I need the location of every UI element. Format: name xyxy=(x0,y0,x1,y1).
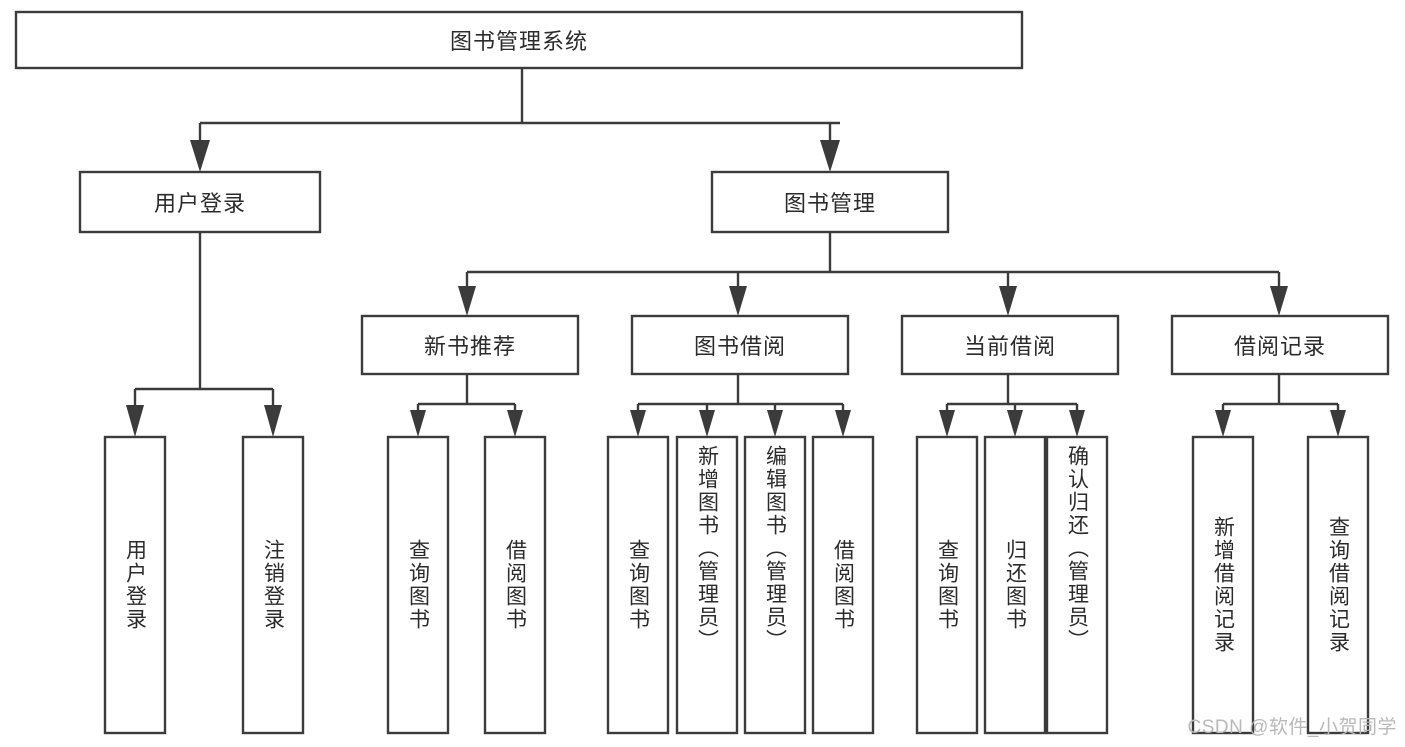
connector-layer xyxy=(126,68,1346,437)
arrowhead-leaf-borrow-book xyxy=(835,410,851,437)
arrowhead-leaf-return-book xyxy=(1007,410,1023,437)
node-box-leaf-add-borrow-record[interactable] xyxy=(1191,435,1255,735)
arrowhead-leaf-confirm-return-admin xyxy=(1069,410,1085,437)
node-box-leaf-return-book[interactable] xyxy=(983,435,1047,735)
arrowhead-leaf-add-borrow-record xyxy=(1215,410,1231,437)
node-box-leaf-borrow-book[interactable] xyxy=(811,435,875,735)
node-box-user-login[interactable] xyxy=(78,170,322,234)
arrowhead-borrow-record xyxy=(1270,286,1288,316)
arrowhead-current-borrow xyxy=(999,286,1017,316)
node-box-leaf-add-book-admin[interactable] xyxy=(675,435,739,735)
arrowhead-leaf-borrow-book-rec xyxy=(507,410,523,437)
node-box-leaf-query-book-current[interactable] xyxy=(915,435,979,735)
node-box-root[interactable] xyxy=(14,10,1024,70)
arrowhead-leaf-query-book-current xyxy=(939,410,955,437)
arrowhead-user-login xyxy=(190,140,210,172)
arrowhead-leaf-edit-book-admin xyxy=(767,410,783,437)
node-box-leaf-user-login[interactable] xyxy=(103,435,167,735)
arrowhead-leaf-query-book-borrow xyxy=(630,410,646,437)
node-box-leaf-query-borrow-record[interactable] xyxy=(1306,435,1370,735)
arrowhead-leaf-user-login xyxy=(126,405,144,437)
arrowhead-new-book-recommend xyxy=(458,286,476,316)
node-box-leaf-confirm-return-admin[interactable] xyxy=(1045,435,1109,735)
node-box-borrow-record[interactable] xyxy=(1170,314,1390,376)
node-box-leaf-logout[interactable] xyxy=(241,435,305,735)
arrowhead-book-borrow xyxy=(729,286,747,316)
node-box-leaf-borrow-book-rec[interactable] xyxy=(483,435,547,735)
arrowhead-leaf-query-borrow-record xyxy=(1330,410,1346,437)
arrowhead-leaf-add-book-admin xyxy=(699,410,715,437)
node-box-book-management[interactable] xyxy=(710,170,950,234)
node-box-new-book-recommend[interactable] xyxy=(360,314,580,376)
node-box-leaf-query-book-borrow[interactable] xyxy=(606,435,670,735)
node-box-book-borrow[interactable] xyxy=(630,314,850,376)
node-box-leaf-edit-book-admin[interactable] xyxy=(743,435,807,735)
arrowhead-leaf-query-book-rec xyxy=(410,410,426,437)
arrowhead-book-management xyxy=(820,140,840,172)
node-box-leaf-query-book-rec[interactable] xyxy=(386,435,450,735)
arrowhead-leaf-logout xyxy=(264,405,282,437)
node-box-layer xyxy=(14,10,1390,735)
node-box-current-borrow[interactable] xyxy=(900,314,1120,376)
